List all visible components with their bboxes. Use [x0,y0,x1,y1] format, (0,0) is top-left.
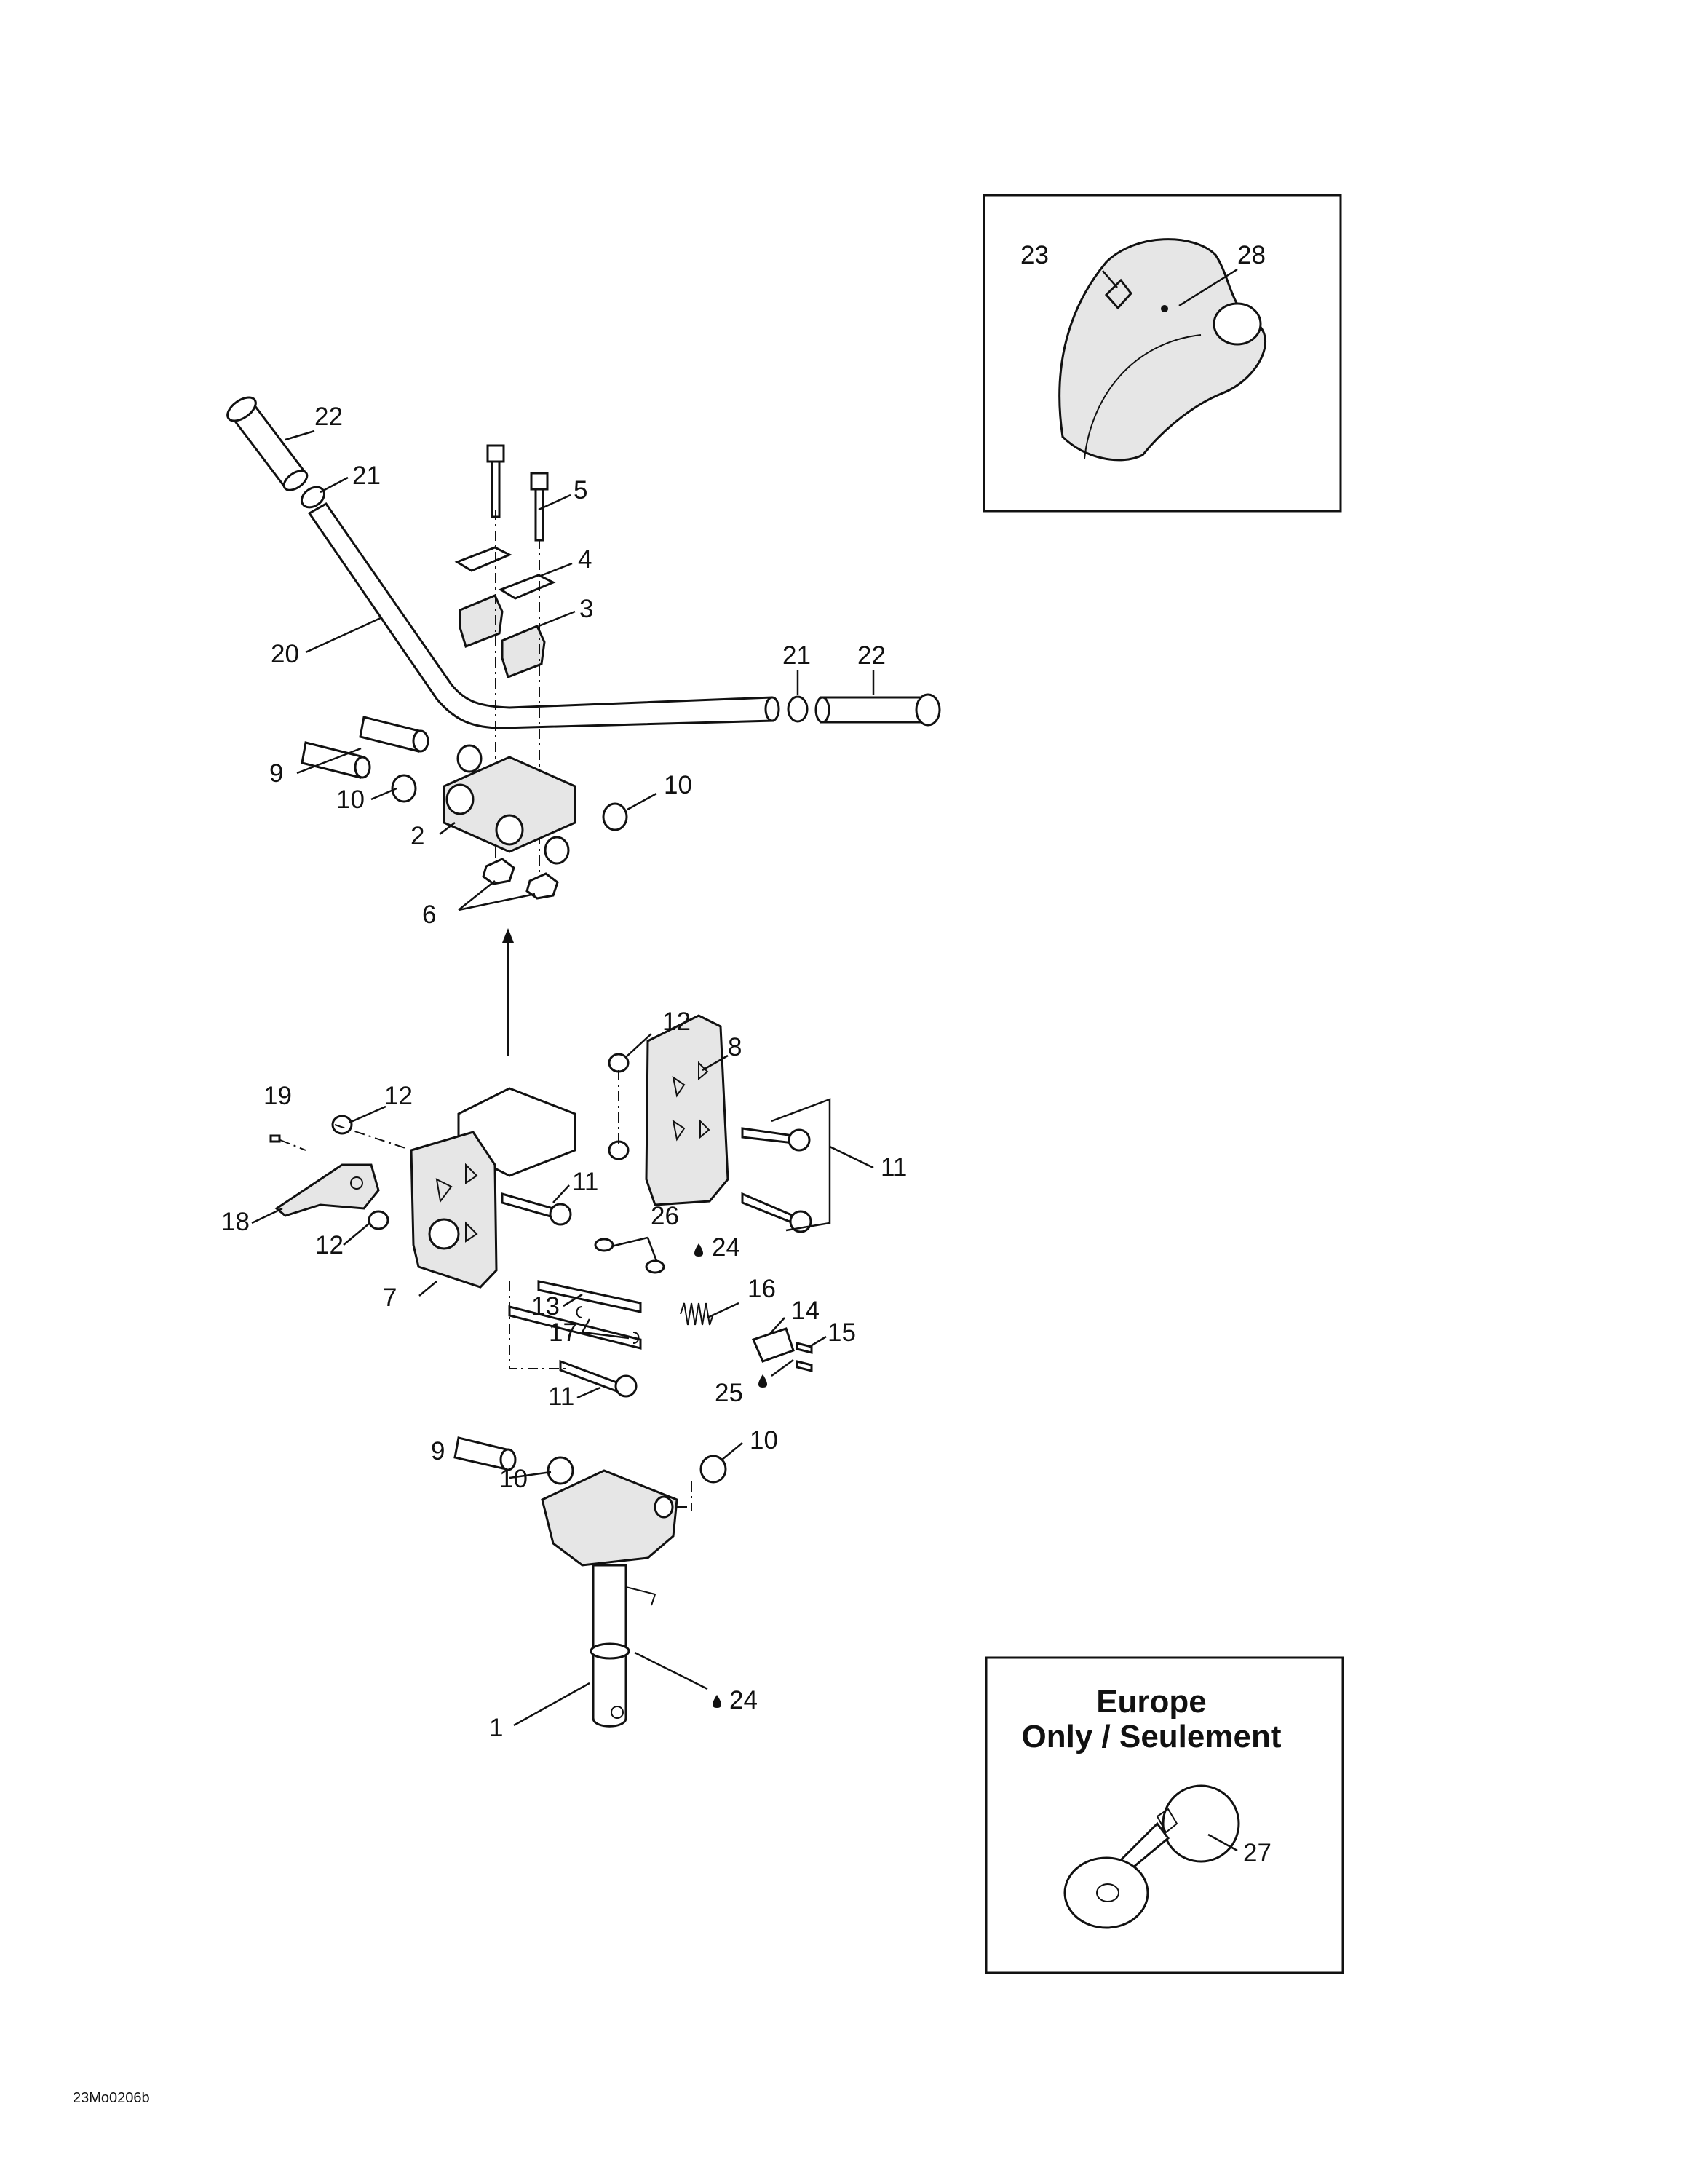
callout-18: 18 [221,1208,250,1236]
callout-22-right: 22 [857,641,886,670]
callout-17: 17 [549,1318,577,1347]
europe-inset-title-line1: Europe [1096,1684,1207,1720]
callout-21-left: 21 [352,462,381,490]
callout-11-middle: 11 [572,1168,598,1196]
callout-9-lower: 9 [431,1437,445,1465]
drawing-code: 23Mo0206b [73,2090,150,2106]
callout-14: 14 [791,1297,820,1325]
rod-spring-assembly [508,1238,813,1708]
callout-1: 1 [489,1714,503,1742]
leader-lines [251,268,1238,1852]
callout-21-right: 21 [782,641,811,670]
right-plate-illustration [645,1014,729,1206]
callout-3: 3 [579,595,593,623]
callout-11-lower: 11 [548,1382,574,1411]
column-head-illustration [541,1469,678,1567]
europe-inset-title-line2: Only / Seulement [1022,1719,1282,1754]
callout-26: 26 [651,1202,679,1230]
steering-column [453,1436,727,1728]
grip-opening [1213,302,1262,346]
callout-12-lower: 12 [315,1231,344,1259]
callout-23: 23 [1020,241,1049,269]
callout-10-lower-left: 10 [499,1465,528,1493]
inset-europe-horn [985,1656,1344,1974]
callout-13: 13 [531,1292,560,1321]
lever-illustration [274,1163,380,1217]
callout-25: 25 [715,1379,743,1407]
callout-9-upper: 9 [269,759,283,788]
right-grip-illustration [820,696,926,724]
callout-24-upper: 24 [712,1233,740,1262]
callout-7: 7 [383,1283,397,1312]
callout-12-top: 12 [662,1008,691,1036]
left-plate-illustration [410,1131,498,1289]
callout-15: 15 [828,1318,856,1347]
assembly-arrow [502,928,514,1056]
callout-10-upper-left: 10 [336,786,365,814]
callout-24-lower: 24 [729,1686,758,1714]
callout-10-upper-right: 10 [664,771,692,799]
callout-6: 6 [422,901,436,929]
callout-labels: 22 21 20 5 4 3 21 22 9 10 10 2 6 12 8 19… [221,241,1272,1867]
handlebar-block-illustration [443,756,576,853]
callout-4: 4 [578,545,592,574]
callout-27: 27 [1243,1839,1272,1867]
callout-28: 28 [1237,241,1266,269]
upper-clamp-assembly [454,444,556,888]
callout-2: 2 [410,822,424,850]
callout-8: 8 [728,1033,742,1061]
lower-clamp-assembly [301,716,628,900]
callout-19: 19 [263,1082,292,1110]
handlebar-assembly [226,396,941,729]
callout-22-left: 22 [314,403,343,431]
horn-bulb-illustration [1162,1784,1240,1863]
callout-12-left: 12 [384,1082,413,1110]
mounting-plates [331,1014,831,1398]
throttle-lever [269,1134,380,1217]
callout-11-right: 11 [881,1153,907,1182]
callout-20: 20 [271,640,299,668]
callout-16: 16 [747,1275,776,1303]
callout-5: 5 [574,476,587,505]
inset-hand-grip [983,194,1342,513]
callout-10-lower-right: 10 [750,1426,778,1455]
